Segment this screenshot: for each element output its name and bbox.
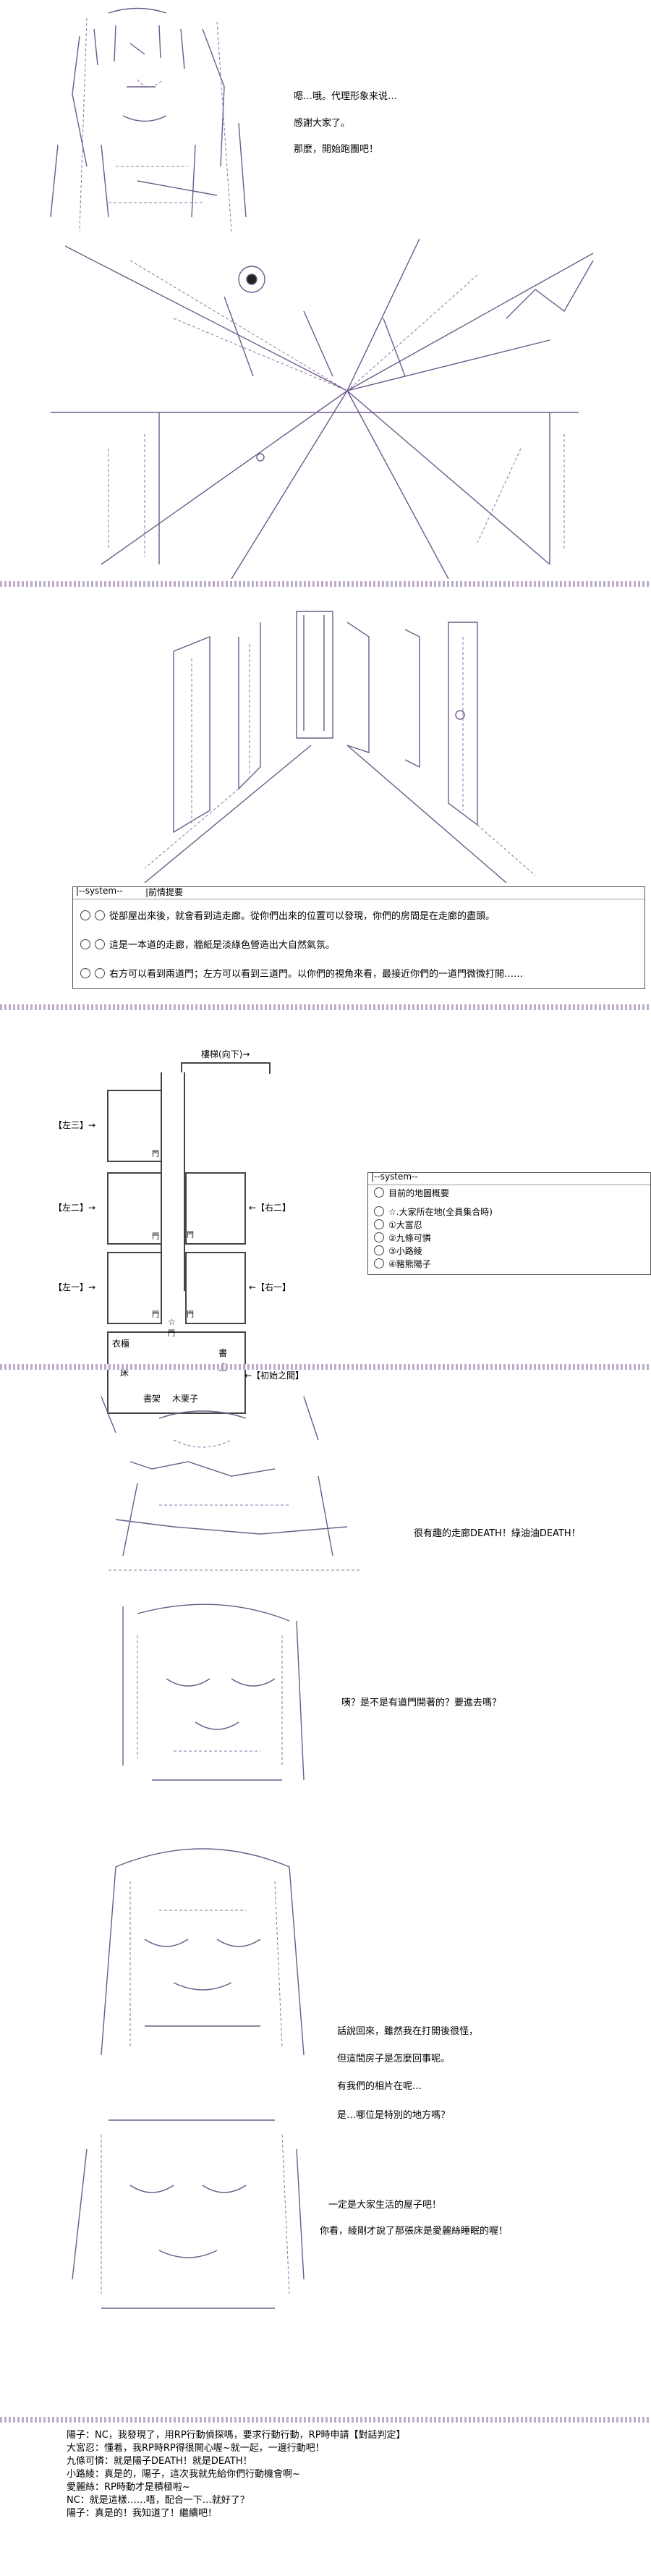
character-ascii-art-1 — [50, 7, 247, 232]
bullet-circle-icon — [80, 939, 90, 949]
system-box2-item-2: ②九條可憐 — [374, 1232, 431, 1244]
bullet-circle-icon — [374, 1187, 384, 1198]
chat-line: 愛麗絲：RP時動才是積極啦~ — [67, 2482, 190, 2493]
chat-line: 小路綾：真是的，陽子，這次我就先給你們行動機會啊~ — [67, 2469, 300, 2480]
system-box2-item-3-text: ③小路綾 — [388, 1246, 422, 1256]
scene2-line-3-b: 但這間房子是怎麼回事呢。 — [337, 2054, 451, 2064]
scene-2 — [0, 593, 651, 890]
system-item-2: 這是一本道的走廊，牆紙是淡綠色營造出大自然氣氛。 — [80, 939, 335, 952]
character-ascii-art-2 — [101, 1396, 362, 1571]
map-room-left-1 — [107, 1252, 162, 1324]
bullet-circle-icon — [374, 1206, 384, 1216]
map-room-left-3 — [107, 1090, 162, 1162]
corridor-doors-art — [144, 611, 536, 883]
system-box-subtitle: |前情提要 — [145, 887, 184, 897]
bullet-circle-icon — [374, 1232, 384, 1242]
chat-line: 陽子：NC，我發現了，用RP行動偵探嗎，要求行動行動，RP時申請【對話判定】 — [67, 2430, 406, 2441]
bullet-circle-icon — [80, 910, 90, 920]
bullet-circle-icon — [374, 1219, 384, 1229]
system-item-3-text: 右方可以看到兩道門；左方可以看到三道門。以你們的視角來看，最接近你們的一道門微微… — [109, 969, 524, 980]
chat-log: 陽子：NC，我發現了，用RP行動偵探嗎，要求行動行動，RP時申請【對話判定】 大… — [0, 2424, 651, 2576]
map-door-3: 門 — [187, 1232, 194, 1240]
map-room-right-2 — [185, 1172, 246, 1245]
map-door-start: 門 — [168, 1330, 175, 1338]
map-corridor — [161, 1072, 185, 1291]
map-start-room-label: ←【初始之間】 — [244, 1370, 305, 1381]
system-item-2-text: 這是一本道的走廊，牆紙是淡綠色營造出大自然氣氛。 — [109, 940, 336, 951]
map-name-label: 木栗子 — [172, 1394, 199, 1404]
map-bed-label: 床 — [120, 1368, 129, 1378]
chat-line: 大宮忍：懂着，我RP時RP得很開心喔~就一起，一邊行動吧！ — [67, 2443, 325, 2454]
map-label-left-1: 【左一】→ — [54, 1282, 96, 1292]
system-box-map-summary: |--system-- 目前的地圖概要 ☆.大家所在地(全員集合時) ①大富忍 … — [367, 1172, 651, 1275]
scene2-line-4-a: 一定是大家生活的屋子吧！ — [328, 2200, 442, 2211]
scene-characters: 很有趣的走廊DEATH！綠油油DEATH！ 咦？是不是有道門開著的？要進去嗎？ … — [0, 1375, 651, 2410]
bullet-circle-icon — [374, 1245, 384, 1255]
chat-line: 陽子：真是的！我知道了！繼續吧！ — [67, 2508, 218, 2519]
map-stairs-label: 樓梯(向下)→ — [201, 1049, 250, 1059]
map-star-marker: ☆ — [168, 1317, 176, 1327]
separator-4 — [0, 2417, 651, 2423]
scene2-line-4-b: 你看，綾剛才說了那張床是愛麗絲睡眠的喔！ — [320, 2226, 509, 2237]
map-room-left-2 — [107, 1172, 162, 1245]
scene2-line-3-c: 有我們的相片在呢… — [337, 2081, 422, 2092]
system-box-title: |--system-- — [76, 886, 123, 896]
map-door-2: 門 — [152, 1233, 159, 1241]
system-box2-item-0: ☆.大家所在地(全員集合時) — [374, 1206, 493, 1218]
chat-line: 九條可憐：就是陽子DEATH！就是DEATH！ — [67, 2456, 252, 2467]
system-item-1-text: 從部屋出來後，就會看到這走廊。從你們出來的位置可以發現，你們的房間是在走廊的盡頭… — [109, 911, 495, 922]
map-label-right-1: ←【右一】 — [249, 1282, 292, 1292]
map-door-5: 門 — [187, 1311, 194, 1319]
bullet-circle-icon — [374, 1258, 384, 1268]
scene2-line-3-a: 話說回來，雖然我在打開後很怪， — [337, 2026, 479, 2037]
map-room-right-1 — [185, 1252, 246, 1324]
scene1-line-3: 那麼，開始跑團吧！ — [294, 144, 379, 155]
bullet-circle-icon — [95, 939, 105, 949]
separator-1 — [0, 581, 651, 587]
system-box2-item-2-text: ②九條可憐 — [388, 1233, 431, 1243]
system-box2-heading: 目前的地圖概要 — [374, 1187, 449, 1199]
system-box-summary: |--system-- |前情提要 從部屋出來後，就會看到這走廊。從你們出來的位… — [72, 886, 645, 989]
character-ascii-art-4 — [101, 1848, 305, 2056]
system-item-1: 從部屋出來後，就會看到這走廊。從你們出來的位置可以發現，你們的房間是在走廊的盡頭… — [80, 910, 495, 923]
corridor-perspective-art — [51, 238, 594, 580]
system-box2-item-0-text: ☆.大家所在地(全員集合時) — [388, 1207, 493, 1217]
scene1-line-2: 感謝大家了。 — [294, 118, 351, 129]
scene-1: 嗯…哦。代理形象来说… 感謝大家了。 那麼，開始跑團吧！ — [0, 0, 651, 580]
system-box2-item-4: ④豬熊陽子 — [374, 1258, 431, 1270]
character-ascii-art-3 — [122, 1603, 305, 1781]
bullet-circle-icon — [80, 968, 90, 978]
character-ascii-art-5 — [72, 2119, 305, 2309]
system-box2-title: |--system-- — [371, 1172, 418, 1182]
bullet-circle-icon — [95, 910, 105, 920]
map-door-1: 門 — [152, 1151, 159, 1158]
map-shelf-label: 書架 — [143, 1394, 161, 1404]
bullet-circle-icon — [95, 968, 105, 978]
map-desk-label: 書桌 — [218, 1348, 228, 1373]
system-box2-item-1-text: ①大富忍 — [388, 1220, 422, 1230]
system-item-3: 右方可以看到兩道門；左方可以看到三道門。以你們的視角來看，最接近你們的一道門微微… — [80, 968, 523, 980]
scene2-line-1: 很有趣的走廊DEATH！綠油油DEATH！ — [414, 1528, 581, 1539]
scene2-line-3-d: 是…哪位是特別的地方嗎？ — [337, 2110, 451, 2121]
chat-line: NC：就是這樣……唔，配合一下…就好了？ — [67, 2495, 250, 2506]
scene1-line-1: 嗯…哦。代理形象来说… — [294, 91, 398, 102]
map-label-right-2: ←【右二】 — [249, 1203, 292, 1213]
scene2-line-2: 咦？是不是有道門開著的？要進去嗎？ — [341, 1698, 502, 1708]
map-wardrobe-label: 衣櫃 — [112, 1339, 130, 1349]
map-label-left-3: 【左三】→ — [54, 1120, 96, 1130]
system-box2-item-4-text: ④豬熊陽子 — [388, 1259, 431, 1269]
map-room-start — [107, 1331, 246, 1414]
map-label-left-2: 【左二】→ — [54, 1203, 96, 1213]
separator-2 — [0, 1004, 651, 1010]
system-box2-heading-text: 目前的地圖概要 — [388, 1188, 450, 1198]
map-stairs-corridor — [181, 1062, 271, 1074]
system-box2-item-3: ③小路綾 — [374, 1245, 422, 1257]
map-door-4: 門 — [152, 1311, 159, 1319]
system-box2-item-1: ①大富忍 — [374, 1219, 422, 1231]
floor-map: 樓梯(向下)→ 【左三】→ 【左二】→ 【左一】→ ←【右二】 ←【右一】 門 … — [0, 1020, 651, 1414]
separator-3 — [0, 1364, 651, 1370]
